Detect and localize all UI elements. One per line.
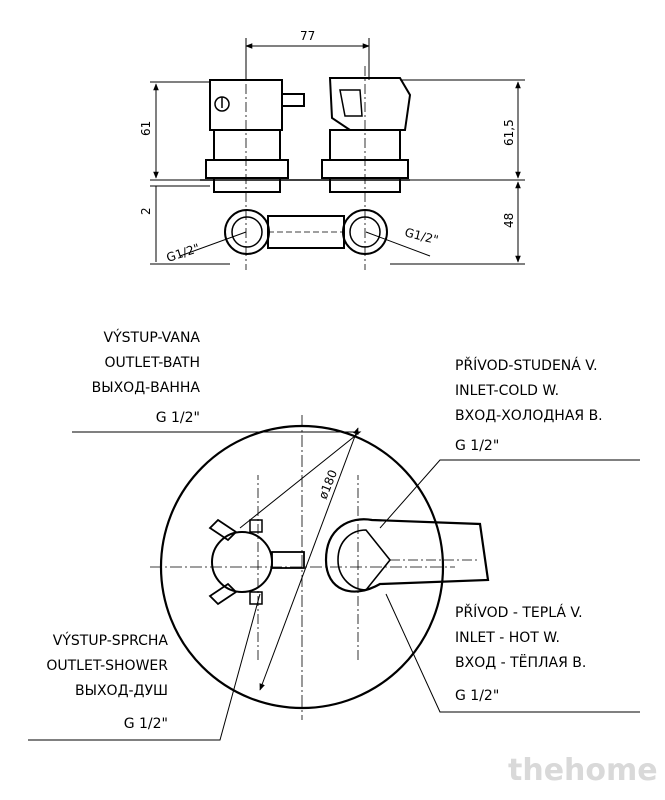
front-view [28, 415, 640, 741]
label-outlet-bath: VÝSTUP-VANA OUTLET-BATH ВЫХОД-ВАННА G 1/… [92, 329, 201, 426]
outlet-bath-line-2: OUTLET-BATH [105, 355, 200, 371]
inlet-hot-line-3: ВХОД - ТЁПЛАЯ В. [455, 653, 586, 671]
dim-61-label: 61 [139, 121, 153, 136]
outlet-shower-line-2: OUTLET-SHOWER [46, 658, 168, 674]
dim-48-label: 48 [502, 213, 516, 228]
inlet-cold-line-3: ВХОД-ХОЛОДНАЯ В. [455, 408, 603, 424]
dim-61-5-label: 61,5 [502, 119, 516, 146]
dim-2-label: 2 [139, 207, 153, 215]
inlet-hot-line-2: INLET - HOT W. [455, 630, 560, 646]
label-inlet-hot: PŘÍVOD - TEPLÁ V. INLET - HOT W. ВХОД - … [455, 604, 586, 704]
outlet-shower-line-4: G 1/2" [124, 716, 168, 732]
outlet-bath-line-4: G 1/2" [156, 410, 200, 426]
side-view [150, 38, 525, 270]
thread-left-label: G1/2" [165, 241, 202, 265]
outlet-shower-line-1: VÝSTUP-SPRCHA [53, 632, 169, 649]
diverter-knob-front [211, 531, 273, 593]
inlet-cold-line-2: INLET-COLD W. [455, 383, 559, 399]
dim-line-180 [259, 427, 359, 691]
outlet-bath-line-3: ВЫХОД-ВАННА [92, 380, 201, 396]
outlet-shower-line-3: ВЫХОД-ДУШ [75, 683, 168, 699]
thread-right-label: G1/2" [403, 225, 440, 247]
watermark: thehome [508, 753, 658, 788]
inlet-hot-line-1: PŘÍVOD - TEPLÁ V. [455, 604, 583, 621]
inlet-cold-line-1: PŘÍVOD-STUDENÁ V. [455, 357, 598, 374]
diverter-knob [281, 93, 305, 107]
inlet-cold-line-4: G 1/2" [455, 438, 499, 454]
dim-77-label: 77 [300, 29, 315, 43]
inlet-hot-line-4: G 1/2" [455, 688, 499, 704]
label-inlet-cold: PŘÍVOD-STUDENÁ V. INLET-COLD W. ВХОД-ХОЛ… [455, 357, 603, 454]
label-outlet-shower: VÝSTUP-SPRCHA OUTLET-SHOWER ВЫХОД-ДУШ G … [46, 632, 168, 732]
outlet-bath-line-1: VÝSTUP-VANA [104, 329, 201, 346]
lever-handle [328, 77, 412, 131]
mixer-lever-front [324, 518, 490, 593]
